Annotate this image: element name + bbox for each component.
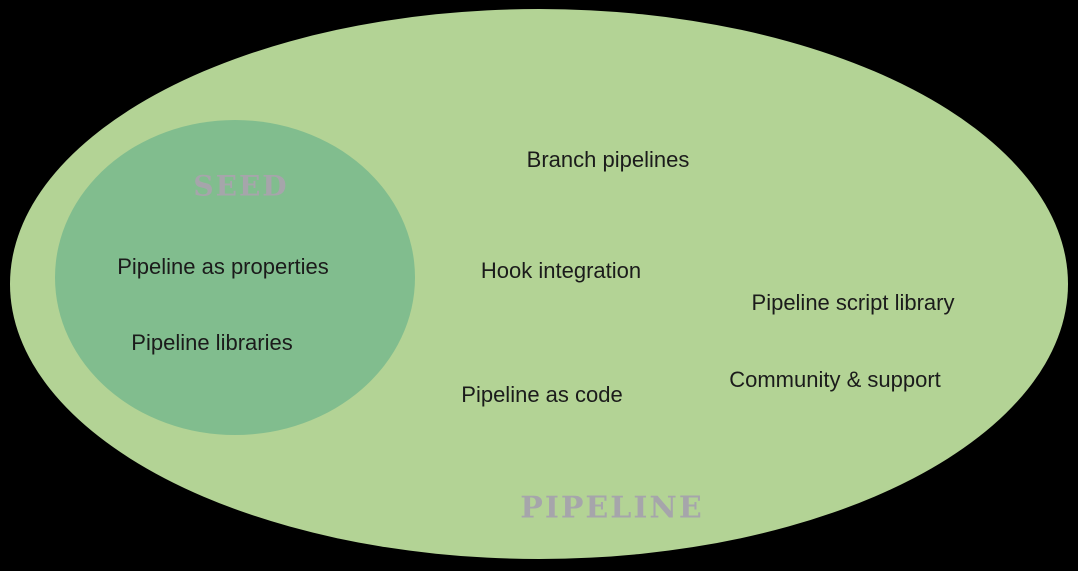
item-branch-pipelines: Branch pipelines xyxy=(526,147,690,172)
item-pipeline-libraries: Pipeline libraries xyxy=(131,330,293,355)
item-hook-integration: Hook integration xyxy=(480,258,642,283)
seed-set-label: SEED xyxy=(193,169,289,203)
item-pipeline-script-library: Pipeline script library xyxy=(751,290,955,315)
item-pipeline-as-properties: Pipeline as properties xyxy=(117,254,329,279)
item-pipeline-as-code: Pipeline as code xyxy=(461,382,623,407)
pipeline-set-label: PIPELINE xyxy=(520,490,704,526)
item-community-support: Community & support xyxy=(729,367,941,392)
seed-set-circle xyxy=(55,120,415,435)
